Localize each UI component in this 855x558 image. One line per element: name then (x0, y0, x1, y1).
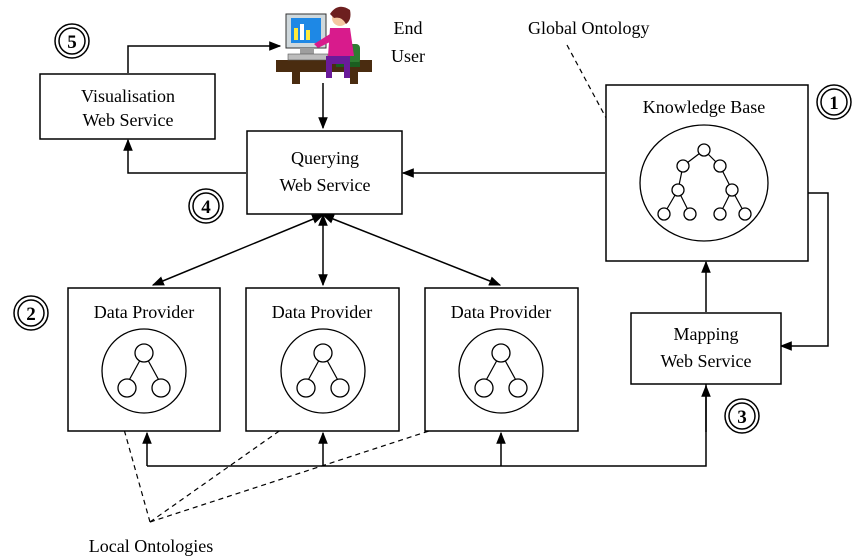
visualisation-line-1: Visualisation (81, 86, 175, 106)
step-marker-5-label: 5 (67, 32, 77, 53)
local-ontology-circle-3 (458, 328, 544, 414)
arrow-querying-to-visualisation (123, 138, 246, 174)
mapping-web-service: Mapping Web Service (630, 312, 782, 385)
querying-web-service: Querying Web Service (246, 130, 403, 215)
data-provider-2-title: Data Provider (272, 302, 372, 322)
end-user-label-1: End (394, 18, 423, 38)
end-user-label-2: User (391, 46, 425, 66)
data-provider-1: Data Provider (67, 287, 221, 432)
step-marker-5: 5 (54, 23, 90, 59)
local-ontology-pointer-2 (149, 414, 303, 523)
end-user-icon (276, 6, 372, 84)
querying-line-1: Querying (291, 148, 359, 168)
global-ontology-circle (639, 124, 769, 242)
visualisation-line-2: Web Service (82, 110, 173, 130)
step-marker-2-label: 2 (26, 304, 36, 325)
step-marker-3: 3 (724, 398, 760, 434)
global-ontology-label: Global Ontology (528, 18, 650, 38)
arrow-visualisation-to-user (127, 41, 282, 73)
knowledge-base: Knowledge Base (605, 84, 809, 262)
step-marker-1: 1 (816, 84, 852, 120)
data-provider-3: Data Provider (424, 287, 579, 432)
step-marker-4-label: 4 (201, 197, 211, 218)
mapping-line-2: Web Service (660, 351, 751, 371)
querying-line-2: Web Service (279, 175, 370, 195)
step-marker-3-label: 3 (737, 407, 747, 428)
data-provider-2: Data Provider (245, 287, 400, 432)
visualisation-web-service: Visualisation Web Service (39, 73, 216, 140)
data-provider-1-title: Data Provider (94, 302, 194, 322)
step-marker-4: 4 (188, 188, 224, 224)
global-ontology-tree (657, 143, 752, 221)
knowledge-base-title: Knowledge Base (643, 97, 765, 117)
arrow-querying-dp3 (321, 214, 502, 286)
local-ontology-circle-1 (101, 328, 187, 414)
step-marker-2: 2 (13, 295, 49, 331)
local-ontologies-label: Local Ontologies (89, 536, 213, 556)
local-ontology-pointer-1 (119, 414, 151, 523)
local-ontology-pointer-3 (149, 414, 479, 523)
step-marker-1-label: 1 (829, 93, 839, 114)
mapping-line-1: Mapping (674, 324, 739, 344)
arrow-querying-dp1 (151, 214, 325, 286)
local-ontology-circle-2 (280, 328, 366, 414)
data-provider-3-title: Data Provider (451, 302, 551, 322)
